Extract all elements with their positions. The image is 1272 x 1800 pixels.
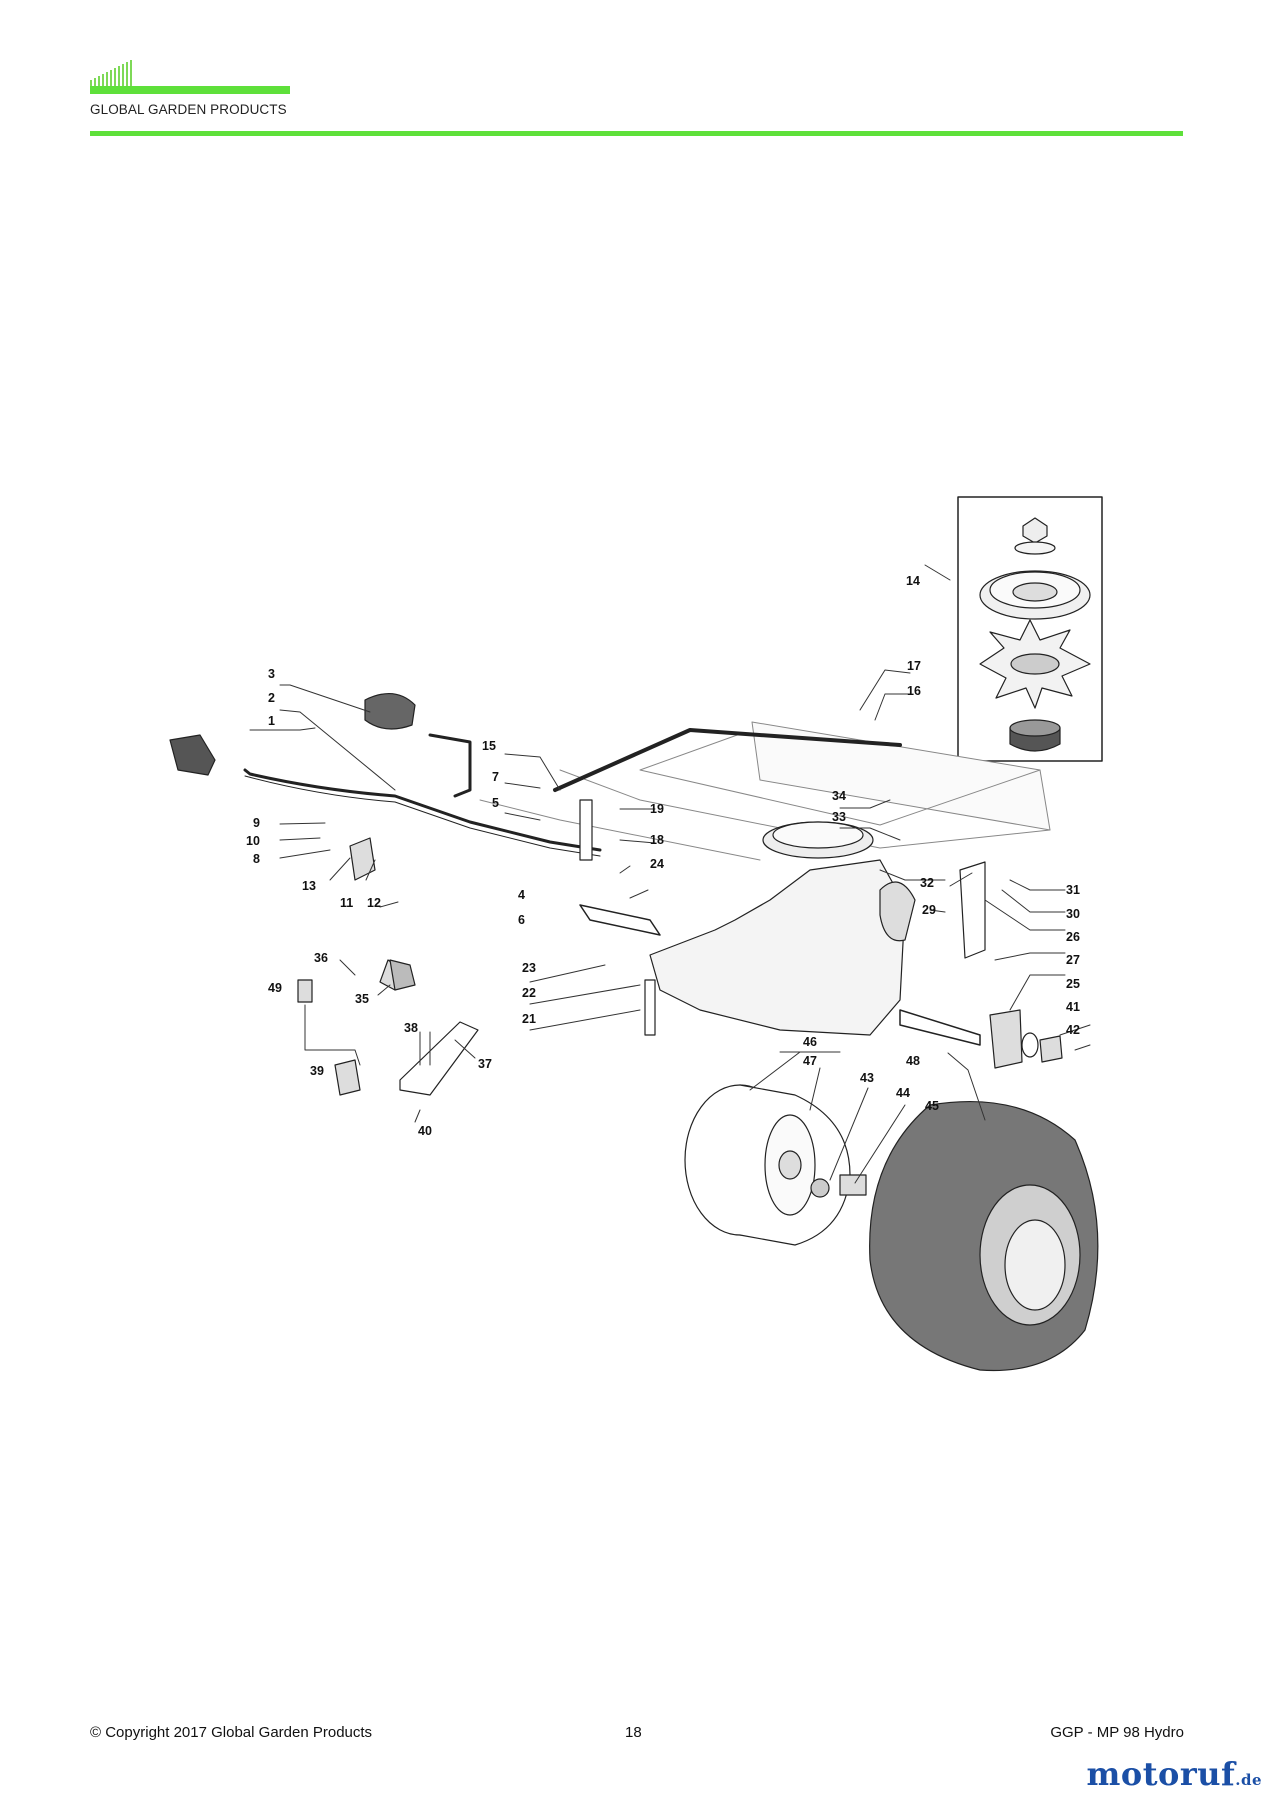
axle-washer (1021, 1032, 1039, 1058)
callout-2: 2 (268, 691, 275, 705)
callout-42: 42 (1066, 1023, 1080, 1037)
callout-38: 38 (404, 1021, 418, 1035)
tire (869, 1100, 1099, 1372)
transaxle (579, 821, 981, 1046)
callout-13: 13 (302, 879, 316, 893)
logo-bar (90, 80, 92, 90)
logo-bar (110, 70, 112, 90)
callout-21: 21 (522, 1012, 536, 1026)
callout-22: 22 (522, 986, 536, 1000)
microswitch (389, 959, 416, 991)
logo-stripe (136, 86, 290, 94)
logo-bar (98, 76, 100, 90)
callout-24: 24 (650, 857, 664, 871)
callout-11: 11 (340, 896, 354, 910)
callout-27: 27 (1066, 953, 1080, 967)
footer-model: GGP - MP 98 Hydro (1050, 1724, 1184, 1741)
callout-36: 36 (314, 951, 328, 965)
callout-5: 5 (492, 796, 499, 810)
callout-16: 16 (907, 684, 921, 698)
callout-34: 34 (832, 789, 846, 803)
mount-bracket (349, 837, 376, 881)
callout-30: 30 (1066, 907, 1080, 921)
logo-stripe (90, 86, 136, 94)
knob (364, 693, 416, 730)
plate (399, 1021, 479, 1096)
callout-47: 47 (803, 1054, 817, 1068)
pulley-inset-box (957, 496, 1103, 762)
callout-33: 33 (832, 810, 846, 824)
header-rule (90, 131, 1183, 136)
callout-40: 40 (418, 1124, 432, 1138)
logo-bar (122, 64, 124, 90)
wheel-rim (684, 1084, 851, 1246)
callout-4: 4 (518, 888, 525, 902)
callout-31: 31 (1066, 883, 1080, 897)
callout-45: 45 (925, 1099, 939, 1113)
leader-lines (249, 564, 1091, 1184)
logo-bar (114, 68, 116, 90)
pulley-fan-assembly (979, 517, 1091, 752)
callout-17: 17 (907, 659, 921, 673)
callout-23: 23 (522, 961, 536, 975)
callout-3: 3 (268, 667, 275, 681)
side-plate (959, 861, 986, 959)
frame-outline (479, 721, 1051, 861)
hub-washer (810, 1178, 830, 1198)
hub-bushing (839, 1174, 867, 1196)
switch (334, 1059, 361, 1096)
logo-bars-icon (90, 58, 136, 90)
watermark-logo: motoruf.de (1087, 1755, 1262, 1793)
callout-39: 39 (310, 1064, 324, 1078)
callout-19: 19 (650, 802, 664, 816)
axle-bracket (989, 1009, 1023, 1069)
handle-grip (169, 734, 216, 776)
footer-page-number: 18 (625, 1724, 642, 1741)
callout-46: 46 (803, 1035, 817, 1049)
logo-bar (94, 78, 96, 90)
callout-48: 48 (906, 1054, 920, 1068)
lever-bracket (579, 799, 593, 861)
callout-41: 41 (1066, 1000, 1080, 1014)
callout-12: 12 (367, 896, 381, 910)
logo-bar (126, 62, 128, 90)
callout-6: 6 (518, 913, 525, 927)
watermark-name: motoruf (1086, 1755, 1236, 1793)
logo-bar (106, 72, 108, 90)
callout-44: 44 (896, 1086, 910, 1100)
logo-bar (102, 74, 104, 90)
callout-35: 35 (355, 992, 369, 1006)
control-rod (243, 728, 902, 857)
callout-29: 29 (922, 903, 936, 917)
watermark-suffix: .de (1235, 1771, 1262, 1789)
axle-bushing (1039, 1035, 1063, 1063)
logo-bar (130, 60, 132, 90)
callout-9: 9 (253, 816, 260, 830)
callout-49: 49 (268, 981, 282, 995)
callout-26: 26 (1066, 930, 1080, 944)
callout-7: 7 (492, 770, 499, 784)
callout-25: 25 (1066, 977, 1080, 991)
callout-15: 15 (482, 739, 496, 753)
callout-37: 37 (478, 1057, 492, 1071)
bushing (297, 979, 313, 1003)
callout-32: 32 (920, 876, 934, 890)
callout-10: 10 (246, 834, 260, 848)
callout-14: 14 (906, 574, 920, 588)
callout-18: 18 (650, 833, 664, 847)
logo-bar (118, 66, 120, 90)
callout-8: 8 (253, 852, 260, 866)
callout-43: 43 (860, 1071, 874, 1085)
brand-name: GLOBAL GARDEN PRODUCTS (90, 102, 287, 117)
footer-copyright: © Copyright 2017 Global Garden Products (90, 1724, 373, 1741)
callout-1: 1 (268, 714, 275, 728)
brand-logo: GLOBAL GARDEN PRODUCTS (90, 58, 290, 128)
axle-bolt (644, 979, 656, 1036)
